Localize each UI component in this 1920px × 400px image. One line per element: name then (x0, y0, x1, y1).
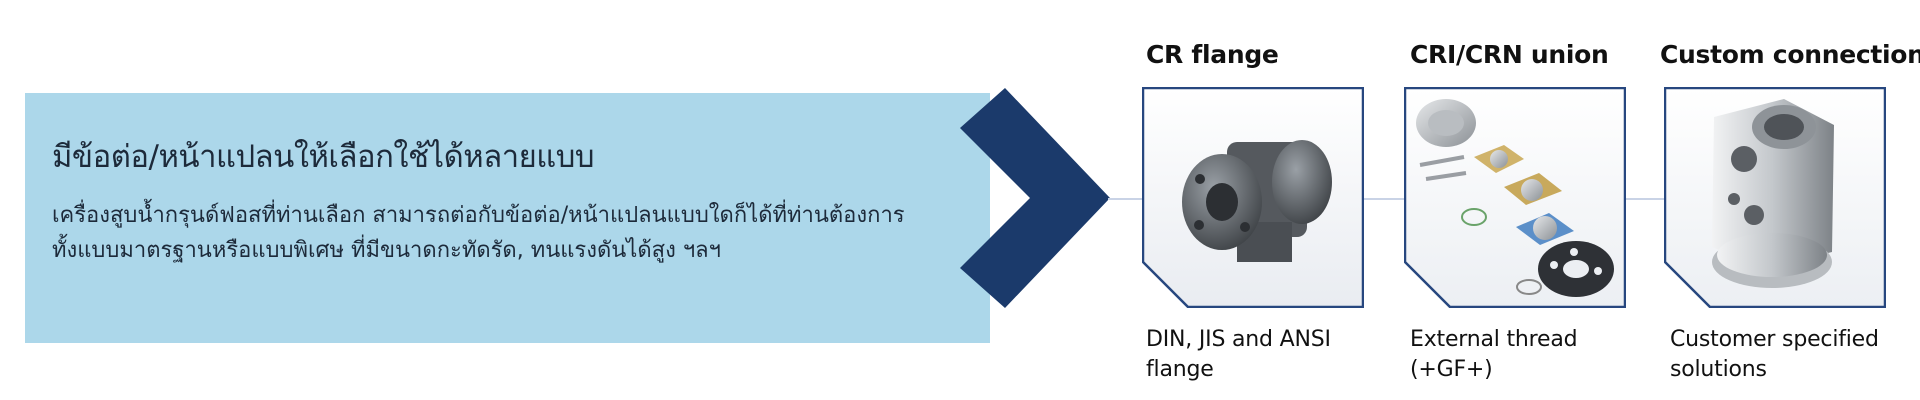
connector-line (1624, 198, 1666, 200)
connector-line (1108, 198, 1144, 200)
cr-flange-image (1142, 87, 1364, 308)
option-title-cr-flange: CR flange (1146, 40, 1279, 69)
caption-line: flange (1146, 357, 1214, 382)
custom-connection-image (1664, 87, 1886, 308)
connector-line (1360, 198, 1406, 200)
option-caption-union: External thread (+GF+) (1410, 325, 1578, 385)
caption-line: solutions (1670, 357, 1767, 382)
option-caption-custom: Customer specified solutions (1670, 325, 1879, 385)
chevron-right-icon (960, 88, 1110, 308)
intro-panel (25, 93, 990, 343)
intro-body-line: ทั้งแบบมาตรฐานหรือแบบพิเศษ ที่มีขนาดกะทั… (52, 238, 722, 263)
option-title-custom: Custom connection (1660, 40, 1920, 69)
intro-body: เครื่องสูบน้ำกรุนด์ฟอสที่ท่านเลือก สามาร… (52, 198, 972, 268)
option-title-union: CRI/CRN union (1410, 40, 1609, 69)
caption-line: Customer specified (1670, 327, 1879, 352)
caption-line: DIN, JIS and ANSI (1146, 327, 1331, 352)
union-fittings-image (1404, 87, 1626, 308)
caption-line: (+GF+) (1410, 357, 1493, 382)
option-caption-cr-flange: DIN, JIS and ANSI flange (1146, 325, 1331, 385)
intro-title: มีข้อต่อ/หน้าแปลนให้เลือกใช้ได้หลายแบบ (52, 139, 595, 175)
caption-line: External thread (1410, 327, 1578, 352)
intro-body-line: เครื่องสูบน้ำกรุนด์ฟอสที่ท่านเลือก สามาร… (52, 203, 905, 228)
